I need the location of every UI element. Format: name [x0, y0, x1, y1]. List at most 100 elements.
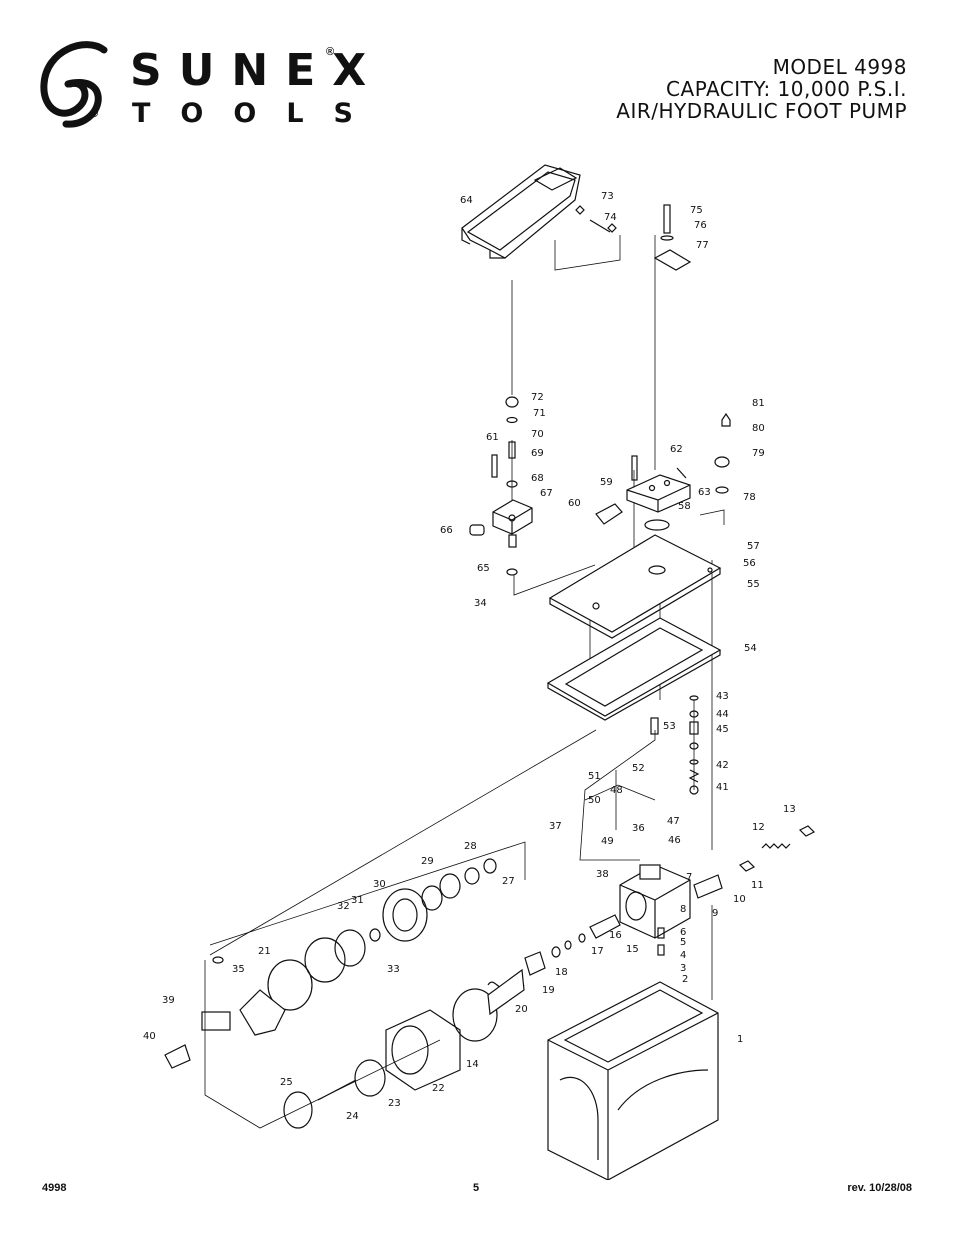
part-label: 25: [280, 1077, 293, 1088]
part-label: 58: [678, 501, 691, 512]
part-label: 6: [680, 927, 686, 938]
base-plate-55: [548, 534, 722, 639]
part-label: 46: [668, 835, 681, 846]
part-label: 51: [588, 771, 601, 782]
part-label: 22: [432, 1083, 445, 1094]
part-label: 45: [716, 724, 729, 735]
part-label: 60: [568, 498, 581, 509]
part-label: 40: [143, 1031, 156, 1042]
part-label: 10: [733, 894, 746, 905]
part-label: 13: [783, 804, 796, 815]
frame-lines: [204, 729, 656, 1129]
part-label: 29: [421, 856, 434, 867]
sunex-s-logo-icon: [40, 41, 108, 128]
part-label: 16: [609, 930, 622, 941]
footer-model-number: 4998: [42, 1182, 67, 1194]
part-label: 44: [716, 709, 729, 720]
footer-page-number: 5: [473, 1182, 480, 1194]
part-label: 15: [626, 944, 639, 955]
part-label: 4: [680, 950, 686, 961]
part-label: 14: [466, 1059, 479, 1070]
part-label: 41: [716, 782, 729, 793]
brand-name: SUNEX: [130, 45, 384, 96]
cylinder-housing-23: [385, 1009, 461, 1091]
part-label: 72: [531, 392, 544, 403]
gasket-54: [546, 617, 722, 721]
part-label: 36: [632, 823, 645, 834]
part-label: 55: [747, 579, 760, 590]
part-label: 27: [502, 876, 515, 887]
part-label: 20: [515, 1004, 528, 1015]
part-label: 61: [486, 432, 499, 443]
part-label: 11: [751, 880, 764, 891]
part-label: 17: [591, 946, 604, 957]
part-label: 77: [696, 240, 709, 251]
model-header: MODEL 4998 CAPACITY: 10,000 P.S.I. AIR/H…: [616, 56, 907, 122]
capacity-line: CAPACITY: 10,000 P.S.I.: [666, 77, 907, 101]
stack-parts: [650, 695, 700, 795]
part-label: 31: [351, 895, 364, 906]
part-label: 59: [600, 477, 613, 488]
part-label: 12: [752, 822, 765, 833]
part-label: 75: [690, 205, 703, 216]
part-label: 66: [440, 525, 453, 536]
part-label: 65: [477, 563, 490, 574]
sunex-logo: SUNEX ® TOOLS ®: [38, 40, 366, 130]
part-label: 24: [346, 1111, 359, 1122]
part-label: 50: [588, 795, 601, 806]
part-label: 7: [686, 872, 692, 883]
seals-and-rings: [164, 858, 586, 1129]
part-label: 39: [162, 995, 175, 1006]
part-label: 33: [387, 964, 400, 975]
part-label: 42: [716, 760, 729, 771]
part-label: 73: [601, 191, 614, 202]
brand-sub: TOOLS: [132, 98, 383, 129]
part-label: 18: [555, 967, 568, 978]
reservoir-tank-1: [547, 981, 719, 1180]
part-label: 53: [663, 721, 676, 732]
part-label: 19: [542, 985, 555, 996]
manifold-block-59: [595, 412, 731, 531]
pedal-part: [461, 164, 617, 259]
part-label: 81: [752, 398, 765, 409]
model-line: MODEL 4998: [772, 55, 907, 79]
bolt-75-group: [653, 204, 692, 271]
part-label: 62: [670, 444, 683, 455]
registered-mark-2: ®: [90, 108, 99, 120]
part-label: 32: [337, 901, 350, 912]
registered-mark: ®: [326, 46, 335, 58]
part-label: 28: [464, 841, 477, 852]
part-label: 70: [531, 429, 544, 440]
part-label: 1: [737, 1034, 743, 1045]
drawing-layer: [164, 164, 816, 1180]
part-label: 43: [716, 691, 729, 702]
part-label: 47: [667, 816, 680, 827]
footer-revision: rev. 10/28/08: [847, 1182, 912, 1194]
part-label: 48: [610, 785, 623, 796]
part-label: 68: [531, 473, 544, 484]
part-label: 38: [596, 869, 609, 880]
part-label: 8: [680, 904, 686, 915]
part-label: 80: [752, 423, 765, 434]
part-label: 37: [549, 821, 562, 832]
part-label: 2: [682, 974, 688, 985]
part-label: 34: [474, 598, 487, 609]
part-label: 52: [632, 763, 645, 774]
part-label: 69: [531, 448, 544, 459]
part-label: 74: [604, 212, 617, 223]
part-label: 78: [743, 492, 756, 503]
part-label: 5: [680, 937, 686, 948]
part-label: 79: [752, 448, 765, 459]
product-line: AIR/HYDRAULIC FOOT PUMP: [616, 99, 907, 123]
exploded-parts-diagram: 6473747576777271706968676665613481807978…: [143, 164, 816, 1180]
part-label: 30: [373, 879, 386, 890]
part-label: 9: [712, 908, 718, 919]
part-label: 71: [533, 408, 546, 419]
part-label: 67: [540, 488, 553, 499]
part-label: 54: [744, 643, 757, 654]
part-label: 49: [601, 836, 614, 847]
valve-block-67: [469, 396, 533, 576]
part-label: 64: [460, 195, 473, 206]
part-label: 76: [694, 220, 707, 231]
